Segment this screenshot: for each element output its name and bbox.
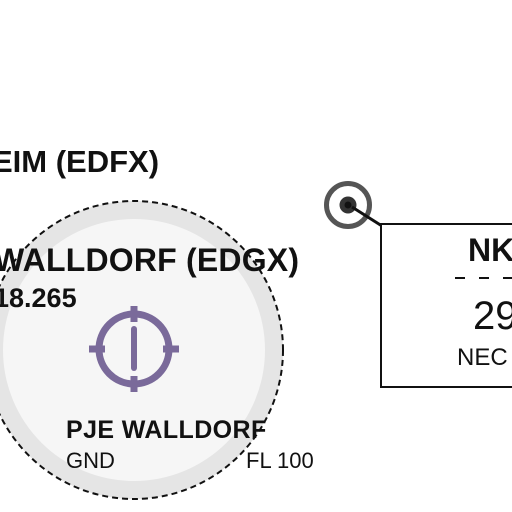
navaid-name: NEC [457,344,508,371]
airport-label-edfx: EIM (EDFX) [0,144,160,179]
navaid-leader-line [351,205,383,228]
navaid-frequency: 29 [473,294,512,338]
pje-area-boundary [0,200,284,500]
navaid-info-box [380,223,512,388]
pje-area-name: PJE WALLDORF [66,416,267,444]
navaid-ident: NK [468,232,512,268]
pje-upper-limit: FL 100 [246,448,314,473]
pje-lower-limit: GND [66,448,115,473]
parachute-target-icon [89,306,179,392]
airport-frequency: 18.265 [0,283,77,313]
navaid-icon [324,181,372,229]
airport-label-edgx: WALLDORF (EDGX) [0,242,300,278]
